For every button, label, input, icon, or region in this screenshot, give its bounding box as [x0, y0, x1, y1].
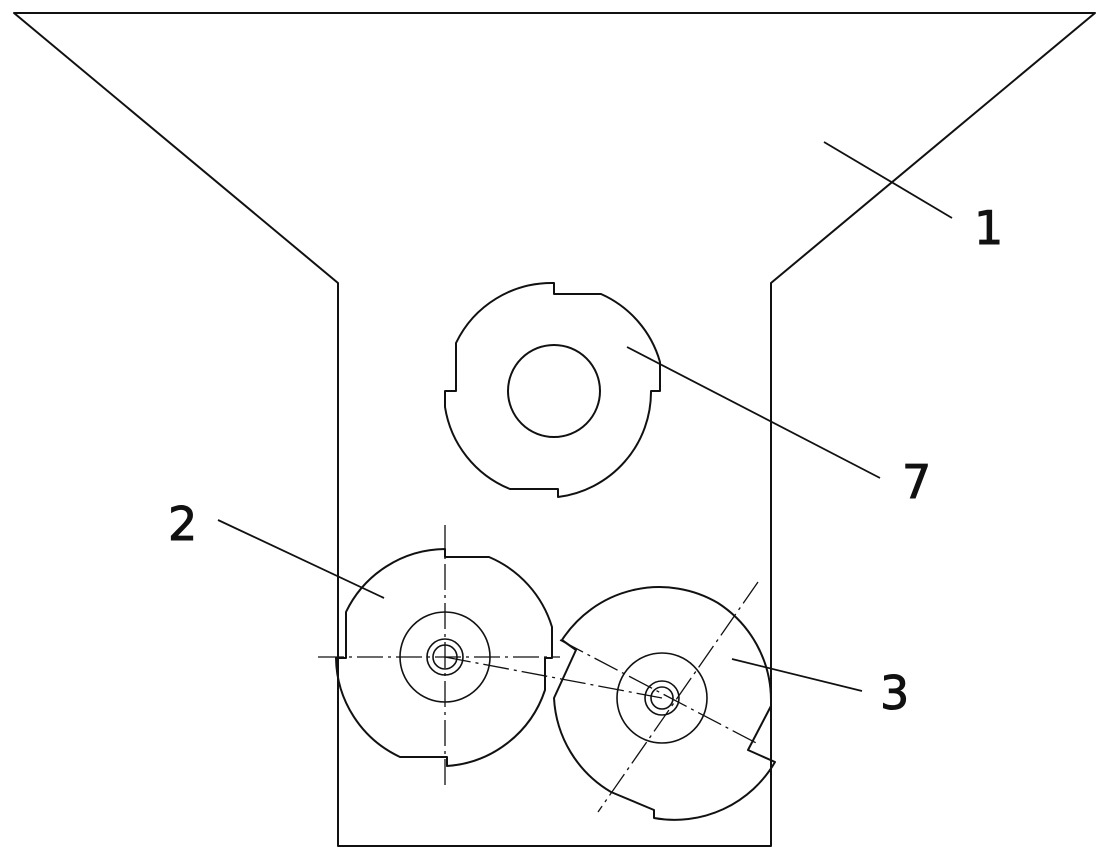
- callout-7: 7: [902, 455, 931, 509]
- roller-center-link-line: [444, 656, 663, 699]
- hopper-outline: [13, 12, 1096, 847]
- right-roller-hub-outer: [616, 652, 708, 744]
- leader-line-7: [626, 346, 881, 479]
- callout-3: 3: [880, 666, 909, 720]
- leader-line-2: [217, 519, 385, 599]
- callout-1: 1: [974, 201, 1003, 255]
- right-roller-body: [553, 586, 776, 821]
- left-roller: [318, 525, 560, 790]
- right-roller-centerline-diagonal-b: [559, 639, 761, 746]
- upper-roller-body: [444, 281, 661, 498]
- left-roller-body: [335, 548, 553, 767]
- leader-line-3: [731, 658, 863, 692]
- right-roller-hub-inner: [644, 680, 680, 716]
- right-roller-centerline-diagonal-a: [597, 581, 759, 813]
- upper-roller-hub: [507, 344, 601, 438]
- right-roller-shaft: [650, 686, 674, 710]
- leader-line-1: [823, 141, 953, 219]
- upper-roller: [444, 281, 661, 498]
- callout-2: 2: [168, 497, 197, 551]
- right-roller: [553, 581, 776, 821]
